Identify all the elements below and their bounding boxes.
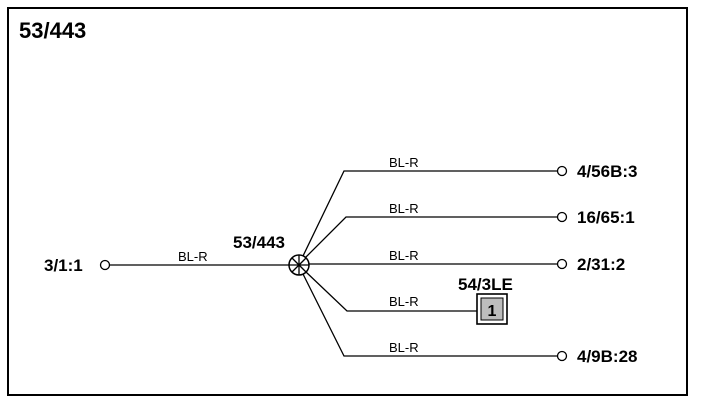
branch-2-terminal-label: 16/65:1	[577, 208, 635, 227]
connector-pin-number: 1	[488, 303, 497, 320]
diagram-frame	[7, 7, 688, 396]
splice-node[interactable]	[288, 254, 310, 276]
branch-2-wire-label: BL-R	[389, 201, 419, 216]
branch-4-wire	[305, 271, 477, 312]
branch-2-wire	[304, 216, 557, 259]
branch-1: BL-R 4/56B:3	[302, 155, 637, 257]
branch-2: BL-R 16/65:1	[304, 201, 635, 259]
branch-4-wire-label: BL-R	[389, 294, 419, 309]
branch-5: BL-R 4/9B:28	[302, 273, 637, 366]
branch-3-wire-label: BL-R	[389, 248, 419, 263]
branch-1-wire	[302, 170, 557, 257]
branch-3-terminal-circle[interactable]	[556, 258, 568, 270]
connector-label: 54/3LE	[458, 275, 513, 294]
branch-3-terminal-label: 2/31:2	[577, 255, 625, 274]
diagram-title: 53/443	[19, 18, 87, 43]
input-wire-label: BL-R	[178, 249, 208, 264]
branch-5-wire-label: BL-R	[389, 340, 419, 355]
branch-1-terminal-circle[interactable]	[556, 165, 568, 177]
input-terminal-label: 3/1:1	[44, 256, 83, 275]
branch-5-terminal-circle[interactable]	[556, 350, 568, 362]
connector-54-3le[interactable]: 1	[476, 293, 508, 325]
branch-1-terminal-label: 4/56B:3	[577, 162, 637, 181]
branch-3: BL-R 2/31:2	[309, 248, 625, 274]
branch-5-wire	[302, 273, 557, 357]
branch-4: BL-R 54/3LE 1	[305, 271, 513, 325]
splice-label: 53/443	[233, 233, 285, 252]
branch-1-wire-label: BL-R	[389, 155, 419, 170]
branch-2-terminal-circle[interactable]	[556, 211, 568, 223]
input-terminal-circle[interactable]	[99, 259, 111, 271]
branch-5-terminal-label: 4/9B:28	[577, 347, 637, 366]
